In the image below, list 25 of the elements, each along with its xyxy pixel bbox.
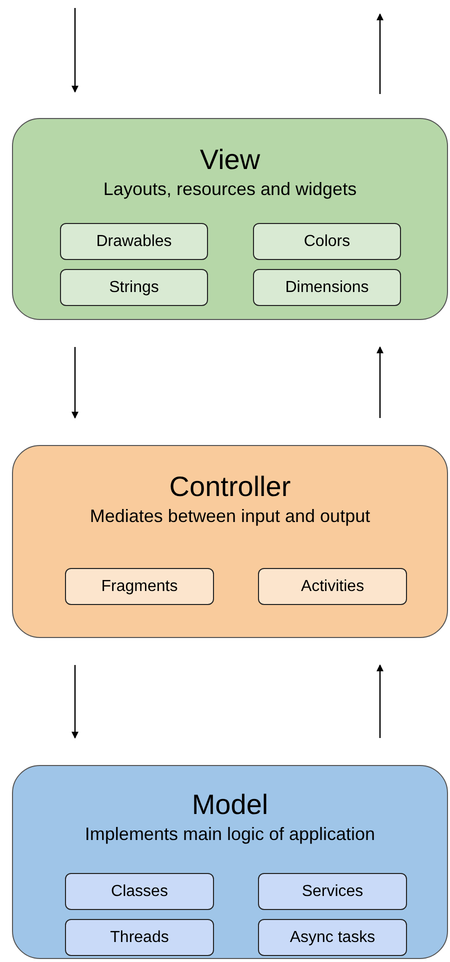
layer-title: Model xyxy=(192,788,268,822)
component-box: Threads xyxy=(65,919,214,956)
arrow xyxy=(376,13,384,94)
layer-title: Controller xyxy=(169,470,291,504)
component-box: Activities xyxy=(258,568,407,605)
component-box: Async tasks xyxy=(258,919,407,956)
layer-box xyxy=(12,118,448,320)
arrow xyxy=(376,346,384,418)
component-box: Drawables xyxy=(60,223,208,260)
arrow xyxy=(376,664,384,738)
layer-description: Mediates between input and output xyxy=(90,505,370,528)
layer-description: Layouts, resources and widgets xyxy=(103,178,357,201)
layer-description: Implements main logic of application xyxy=(84,823,376,846)
arrow xyxy=(72,347,78,419)
layer-box xyxy=(12,765,448,959)
component-box: Colors xyxy=(253,223,401,260)
component-box: Classes xyxy=(65,873,214,910)
component-box: Dimensions xyxy=(253,269,401,306)
arrow xyxy=(72,8,78,93)
component-box: Services xyxy=(258,873,407,910)
component-box: Strings xyxy=(60,269,208,306)
layer-box xyxy=(12,445,448,638)
layer-title: View xyxy=(200,143,260,177)
component-box: Fragments xyxy=(65,568,214,605)
arrow xyxy=(72,665,78,739)
